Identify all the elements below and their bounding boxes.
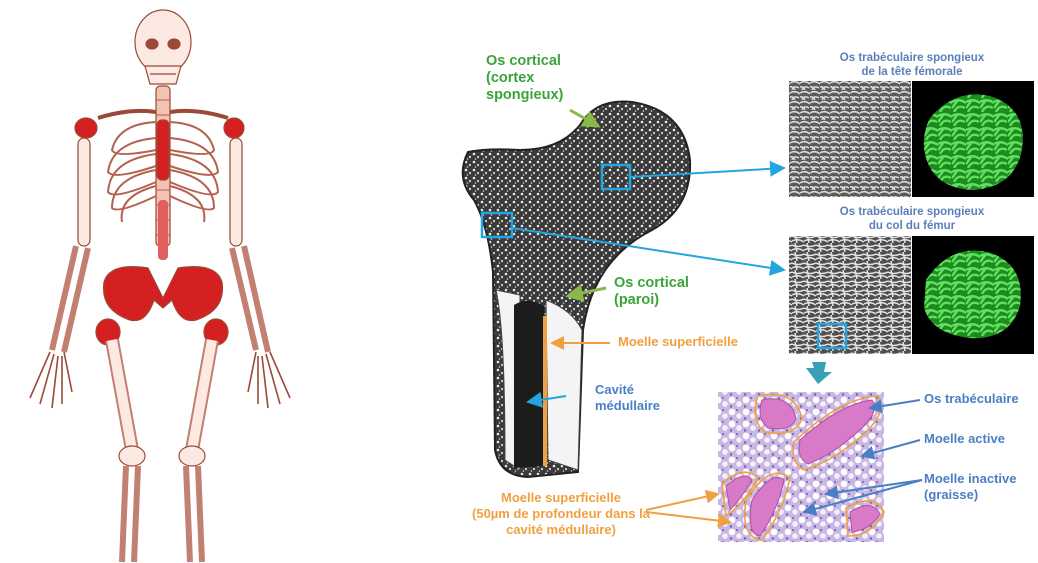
label-cortical-top: Os cortical (cortex spongieux) (486, 53, 563, 104)
label-superficial-marrow-detail: Moelle superficielle (50µm de profondeur… (452, 490, 670, 538)
ct-image-head (789, 81, 911, 197)
superficial-marrow-strip (543, 316, 547, 466)
skeleton-illustration (30, 10, 290, 562)
ct-image-neck (789, 236, 911, 354)
medullary-cavity-fill (514, 301, 546, 468)
label-inactive-marrow: Moelle inactive (graisse) (924, 471, 1016, 503)
skull-icon (135, 10, 191, 74)
label-trabecular-bone: Os trabéculaire (924, 391, 1019, 407)
title-head-panel: Os trabéculaire spongieux de la tête fém… (794, 51, 1030, 79)
arrow-to-histology (806, 362, 832, 384)
label-superficial-marrow: Moelle superficielle (618, 334, 738, 350)
histology-panel (718, 392, 884, 542)
label-medullary-cavity: Cavité médullaire (595, 382, 660, 414)
neck-ct-panel (789, 236, 1034, 354)
label-cortical-wall: Os cortical (paroi) (614, 275, 689, 309)
head-ct-panel (789, 81, 1034, 197)
label-active-marrow: Moelle active (924, 431, 1005, 447)
title-neck-panel: Os trabéculaire spongieux du col du fému… (794, 205, 1030, 233)
